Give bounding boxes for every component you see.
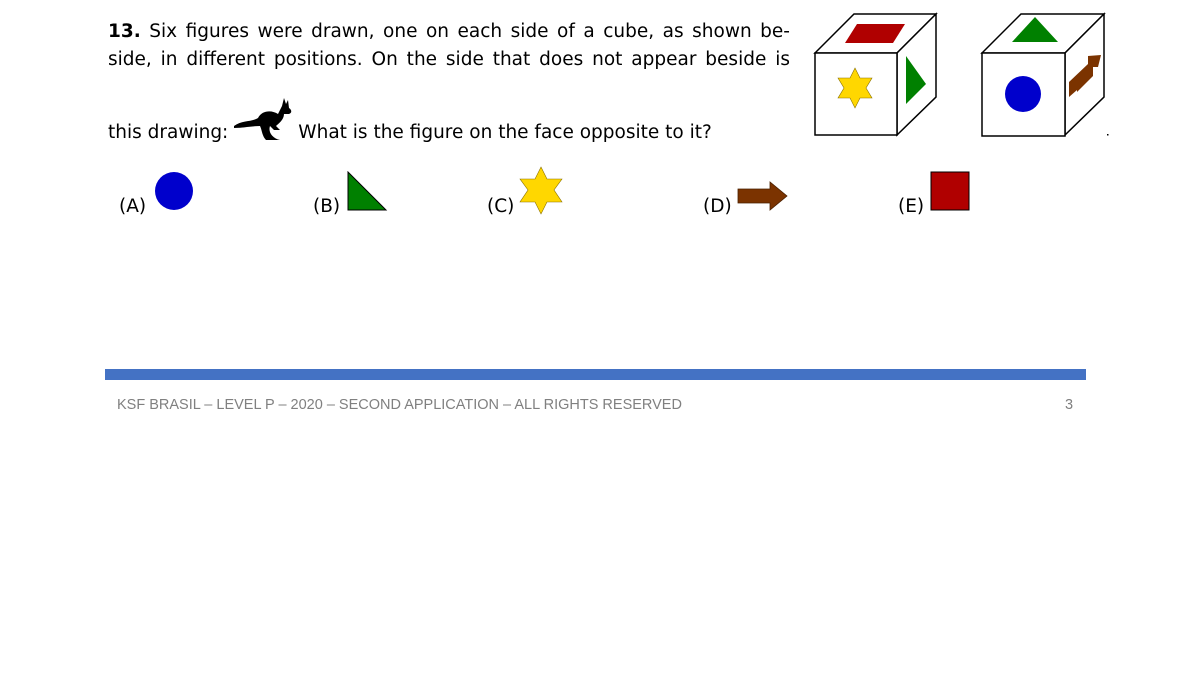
option-label: (C) xyxy=(487,196,515,217)
question-line: this drawing: xyxy=(108,122,229,143)
brown-arrow-icon xyxy=(1069,55,1101,97)
page-number: 3 xyxy=(1065,397,1074,413)
yellow-star-icon[interactable] xyxy=(519,166,565,216)
question-line: Six figures were drawn, one on each side… xyxy=(149,21,790,42)
footer-text: KSF BRASIL – LEVEL P – 2020 – SECOND APP… xyxy=(117,397,682,413)
blue-circle-icon xyxy=(1005,76,1041,112)
green-triangle-icon[interactable] xyxy=(347,171,389,213)
option-d[interactable]: (D) xyxy=(703,196,732,217)
option-label: (E) xyxy=(898,196,925,217)
green-triangle-icon xyxy=(1012,17,1058,42)
option-c[interactable]: (C) xyxy=(487,196,514,217)
option-e[interactable]: (E) xyxy=(898,196,924,217)
question-line: side, in different positions. On the sid… xyxy=(108,49,790,70)
blue-circle-icon[interactable] xyxy=(155,172,195,212)
option-label: (B) xyxy=(313,196,341,217)
option-label: (A) xyxy=(119,196,147,217)
red-parallelogram xyxy=(845,24,905,43)
footer-divider xyxy=(105,369,1086,380)
red-square-icon[interactable] xyxy=(930,171,971,212)
cube-1 xyxy=(813,12,938,137)
brown-arrow-icon[interactable] xyxy=(737,180,789,212)
option-b[interactable]: (B) xyxy=(313,196,340,217)
question-text: 13. Six figures were drawn, one on each … xyxy=(108,18,790,143)
kangaroo-icon xyxy=(234,98,292,140)
question-line: What is the figure on the face opposite … xyxy=(298,122,712,143)
yellow-star-icon xyxy=(837,67,873,109)
cube-figures xyxy=(813,12,1109,137)
question-number: 13. xyxy=(108,21,141,42)
option-a[interactable]: (A) xyxy=(119,196,146,217)
option-label: (D) xyxy=(703,196,732,217)
green-triangle-icon xyxy=(906,56,926,104)
